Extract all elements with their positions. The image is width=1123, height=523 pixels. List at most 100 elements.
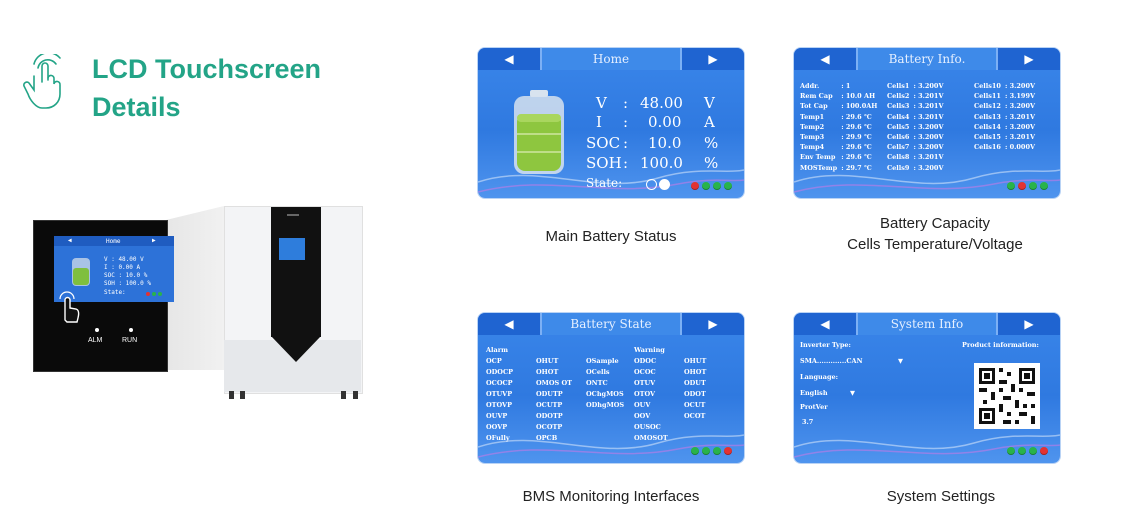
- hand-touch-icon: [23, 54, 61, 109]
- cabinet-foot: [229, 391, 234, 399]
- language-label: Language:: [800, 373, 839, 381]
- state-caption: BMS Monitoring Interfaces: [522, 488, 700, 505]
- mini-screen: Home ◀ ▶ V : 48.00 V I : 0.00 A SOC : 10…: [54, 236, 174, 302]
- finger-touch-icon: [59, 291, 80, 323]
- led-green: [1007, 447, 1015, 455]
- system-caption: System Settings: [886, 488, 996, 505]
- cabinet-foot: [341, 391, 346, 399]
- info-col-1: Addr.: 1 Rem Cap: 10.0 AH Tot Cap: 100.0…: [800, 82, 878, 172]
- alm-indicator: [95, 328, 99, 332]
- wave-decoration: [478, 434, 744, 458]
- wave-decoration: [794, 434, 1060, 458]
- next-arrow-icon[interactable]: ▶: [682, 313, 744, 335]
- home-title: Home: [540, 48, 682, 70]
- prev-arrow-icon[interactable]: ◀: [794, 48, 856, 70]
- state-indicator-filled: [659, 179, 670, 190]
- led-green: [713, 447, 721, 455]
- home-screen: ◀ Home ▶ V : 48.00 V I : 0.00 A SOC : 10…: [478, 48, 744, 198]
- led-green: [1040, 182, 1048, 190]
- cabinet-foot: [353, 391, 358, 399]
- mini-battery-icon: [72, 258, 90, 286]
- prev-arrow-icon[interactable]: ◀: [794, 313, 856, 335]
- led-red: [1040, 447, 1048, 455]
- mini-screen-title: Home: [106, 238, 121, 245]
- led-red: [1018, 182, 1026, 190]
- voltage-value: 48.00: [640, 94, 683, 112]
- heading-line-2: Details: [92, 92, 181, 122]
- alarm-heading: Alarm: [486, 346, 509, 354]
- next-arrow-icon[interactable]: ▶: [682, 48, 744, 70]
- alm-label: ALM: [88, 337, 103, 344]
- led-green: [702, 447, 710, 455]
- info-caption-line-1: Battery Capacity: [879, 215, 991, 232]
- zoom-projection: [166, 206, 224, 370]
- home-caption: Main Battery Status: [545, 228, 677, 245]
- product-label: Product information:: [962, 341, 1039, 349]
- language-value[interactable]: English: [800, 389, 828, 397]
- soc-unit: %: [704, 134, 719, 152]
- mini-screen-header: [54, 236, 174, 246]
- battery-level-icon: [514, 90, 564, 174]
- prev-arrow-icon[interactable]: ◀: [478, 313, 540, 335]
- system-header: ◀ System Info ▶: [794, 313, 1060, 335]
- heading-line-1: LCD Touchscreen: [92, 54, 322, 84]
- led-green: [691, 447, 699, 455]
- state-header: ◀ Battery State ▶: [478, 313, 744, 335]
- inverter-dropdown-icon[interactable]: ▼: [898, 357, 903, 365]
- prev-arrow-icon[interactable]: ◀: [478, 48, 540, 70]
- current-label: I: [596, 113, 602, 131]
- info-caption: Battery Capacity Cells Temperature/Volta…: [790, 213, 1080, 255]
- next-arrow-icon[interactable]: ▶: [998, 48, 1060, 70]
- mini-row-3: SOC : 10.0 %: [104, 272, 148, 279]
- soh-label: SOH: [586, 154, 622, 172]
- language-dropdown-icon[interactable]: ▼: [850, 389, 855, 397]
- page-heading: LCD Touchscreen Details: [92, 50, 372, 126]
- led-red: [691, 182, 699, 190]
- led-green: [1007, 182, 1015, 190]
- battery-info-screen: ◀ Battery Info. ▶ Addr.: 1 Rem Cap: 10.0…: [794, 48, 1060, 198]
- led-green: [1029, 182, 1037, 190]
- wave-decoration: [794, 169, 1060, 193]
- cabinet-door-tip: [271, 336, 321, 362]
- run-indicator: [129, 328, 133, 332]
- cabinet-screen: [279, 238, 305, 260]
- status-leds: [1007, 182, 1048, 190]
- voltage-unit: V: [704, 94, 715, 112]
- protver-value: 3.7: [802, 418, 814, 426]
- inverter-value[interactable]: SMA.............CAN: [800, 357, 863, 365]
- current-unit: A: [704, 113, 715, 131]
- info-header: ◀ Battery Info. ▶: [794, 48, 1060, 70]
- cabinet-logo: [287, 214, 299, 216]
- warning-heading: Warning: [634, 346, 665, 354]
- mini-led-red: [146, 292, 150, 296]
- status-leds: [691, 182, 732, 190]
- soc-label: SOC: [586, 134, 621, 152]
- led-green: [702, 182, 710, 190]
- status-leds: [691, 447, 732, 455]
- current-value: 0.00: [648, 113, 682, 131]
- info-title: Battery Info.: [856, 48, 998, 70]
- protver-label: ProtVer: [800, 403, 828, 411]
- state-title: Battery State: [540, 313, 682, 335]
- mini-row-5: State:: [104, 289, 126, 296]
- info-col-3: Cells10: 3.200V Cells11: 3.199V Cells12:…: [974, 82, 1036, 152]
- run-label: RUN: [122, 337, 138, 344]
- mini-right-arrow-icon: ▶: [152, 237, 156, 244]
- mini-led-green: [158, 292, 162, 296]
- system-info-screen: ◀ System Info ▶ Inverter Type: Product i…: [794, 313, 1060, 463]
- led-green: [724, 182, 732, 190]
- info-col-2: Cells1: 3.200V Cells2: 3.201V Cells3: 3.…: [887, 82, 944, 172]
- home-header: ◀ Home ▶: [478, 48, 744, 70]
- mini-left-arrow-icon: ◀: [68, 237, 72, 244]
- soh-value: 100.0: [640, 154, 683, 172]
- mini-row-2: I : 0.00 A: [104, 264, 141, 271]
- led-red: [724, 447, 732, 455]
- next-arrow-icon[interactable]: ▶: [998, 313, 1060, 335]
- mini-led-green: [152, 292, 156, 296]
